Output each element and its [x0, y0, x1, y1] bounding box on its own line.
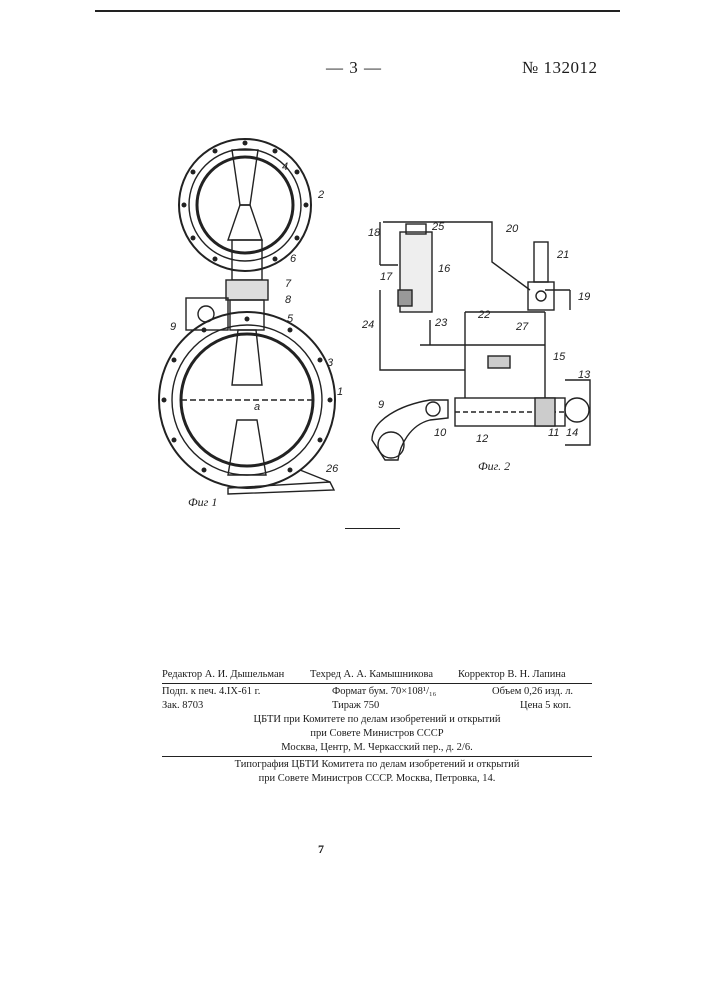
fig2-label: 17: [380, 271, 393, 283]
fig1-label: a: [254, 401, 260, 413]
fig2-caption: Фиг. 2: [478, 459, 510, 473]
circulation: Тираж 750: [332, 699, 379, 713]
fig1-label: 5: [287, 313, 294, 325]
fig2-label: 20: [505, 223, 519, 235]
fig2-label: 27: [515, 321, 529, 333]
fig2-label: 21: [556, 249, 569, 261]
fig2-label: 12: [476, 433, 488, 445]
volume: Объем 0,26 изд. л.: [492, 685, 573, 699]
fig2-label: 18: [368, 227, 381, 239]
editor: Редактор А. И. Дышельман: [162, 668, 284, 682]
footer-mark: 7: [318, 842, 324, 857]
imprint-rule: [162, 683, 592, 684]
fig2-label: 19: [578, 291, 590, 303]
print-row-1: Подп. к печ. 4.IX-61 г. Формат бум. 70×1…: [162, 685, 592, 699]
imprint-rule: [162, 756, 592, 757]
separator-rule: [345, 528, 400, 529]
fig2-label: 11: [548, 427, 559, 439]
proofreader: Корректор В. Н. Лапина: [458, 668, 566, 682]
fig1-label: 8: [285, 294, 292, 306]
fig2-label: 9: [378, 399, 384, 411]
price: Цена 5 коп.: [520, 699, 571, 713]
org-line-2: при Совете Министров СССР: [162, 727, 592, 741]
fig2-label: 23: [434, 317, 448, 329]
signed-print: Подп. к печ. 4.IX-61 г.: [162, 685, 260, 699]
fig1-caption: Фиг 1: [188, 495, 217, 509]
fig2-label: 15: [553, 351, 566, 363]
printer-line-1: Типография ЦБТИ Комитета по делам изобре…: [162, 758, 592, 772]
fig2-label: 22: [477, 309, 490, 321]
fig2-label: 13: [578, 369, 591, 381]
technical-drawing: 4 2 6 7 8 5 3 1 9 a 26 Фиг 1 18 25 17 16…: [0, 0, 707, 520]
imprint-block: Редактор А. И. Дышельман Техред А. А. Ка…: [162, 668, 592, 786]
fig1-label: 2: [317, 189, 324, 201]
printer-line-2: при Совете Министров СССР. Москва, Петро…: [162, 772, 592, 786]
fig2-label: 24: [361, 319, 374, 331]
fig1-label: 9: [170, 321, 176, 333]
figure-1: [159, 139, 335, 494]
fig1-label: 3: [327, 357, 334, 369]
tech-editor: Техред А. А. Камышникова: [310, 668, 433, 682]
fig1-label: 26: [325, 463, 339, 475]
fig2-label: 25: [431, 221, 445, 233]
paper-format: Формат бум. 70×108¹/₁₆: [332, 685, 436, 699]
print-row-2: Зак. 8703 Тираж 750 Цена 5 коп.: [162, 699, 592, 713]
fig1-label: 1: [337, 386, 343, 398]
fig1-label: 4: [282, 161, 288, 173]
org-line-3: Москва, Центр, М. Черкасский пер., д. 2/…: [162, 741, 592, 755]
fig2-label: 16: [438, 263, 451, 275]
fig1-label: 6: [290, 253, 297, 265]
credits-row: Редактор А. И. Дышельман Техред А. А. Ка…: [162, 668, 592, 682]
fig2-label: 10: [434, 427, 447, 439]
order-number: Зак. 8703: [162, 699, 203, 713]
org-line-1: ЦБТИ при Комитете по делам изобретений и…: [162, 713, 592, 727]
fig1-label: 7: [285, 278, 292, 290]
fig2-label: 14: [566, 427, 578, 439]
